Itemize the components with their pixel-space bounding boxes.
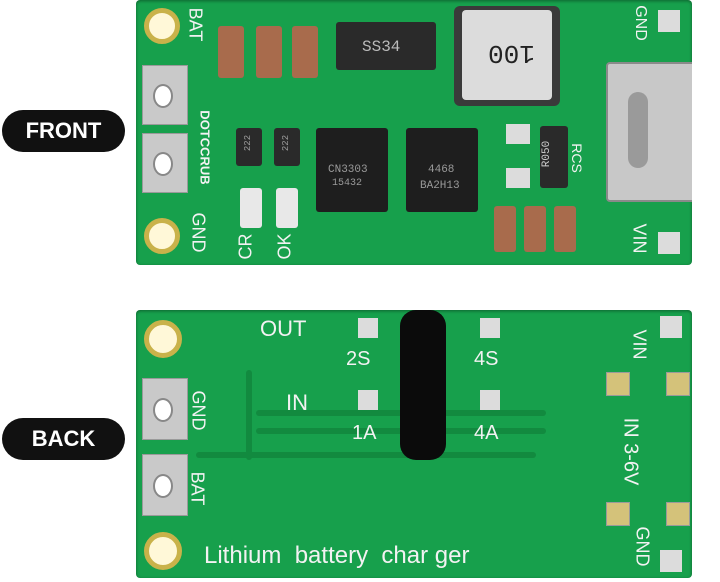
front-chip-4468: [406, 128, 478, 212]
back-opt-2s: 2S: [346, 348, 371, 370]
front-cap-4: [494, 206, 516, 252]
front-sense-resistor-text: R050: [541, 140, 554, 168]
back-silk-bat: BAT: [187, 471, 208, 506]
front-silk-gnd-right: GND: [631, 5, 649, 41]
front-inductor-text: 100: [488, 38, 535, 68]
front-diode-text: SS34: [362, 38, 401, 56]
back-marker-stroke: [400, 310, 446, 460]
front-res-2-text: 222: [281, 134, 292, 152]
front-silk-dotcrub: DOTCCRUB: [197, 110, 213, 185]
back-label-text: BACK: [31, 426, 96, 451]
front-smd-pad-1: [506, 124, 530, 144]
back-trace-3: [196, 452, 536, 458]
front-pad-hole-1: [153, 84, 173, 108]
back-jumper-in-4a: [480, 390, 500, 410]
back-opt-4a: 4A: [474, 422, 499, 444]
back-out-label: OUT: [260, 316, 307, 341]
back-silk-in-range: IN 3-6V: [619, 417, 642, 486]
front-board: BAT DOTCCRUB GND CR OK GND VIN RCS SS34 …: [136, 0, 692, 265]
back-pad-bat-hole: [153, 474, 173, 498]
front-chip-cn3303-line2: 15432: [332, 178, 363, 189]
front-diode: [336, 22, 436, 70]
front-silk-vin: VIN: [629, 223, 650, 254]
front-cap-6: [554, 206, 576, 252]
back-corner-pad-bottom: [660, 550, 682, 572]
back-corner-pad-top: [660, 316, 682, 338]
front-label-text: FRONT: [25, 118, 102, 143]
front-silk-cr: CR: [235, 233, 256, 260]
front-usbc-port: [628, 92, 648, 168]
back-jumper-out-2s: [358, 318, 378, 338]
back-usbc-pad-2: [666, 372, 690, 396]
back-label: BACK: [2, 418, 125, 460]
front-smd-pad-2: [506, 168, 530, 188]
back-silk-gnd: GND: [188, 390, 209, 431]
back-silk-gnd-right: GND: [632, 526, 653, 567]
back-opt-1a: 1A: [352, 422, 377, 444]
back-pad-gnd-hole: [153, 398, 173, 422]
front-chip-4468-line1: 4468: [428, 164, 455, 176]
front-silk-rcs: RCS: [568, 143, 585, 173]
front-silk-gnd-left: GND: [188, 212, 209, 253]
back-usbc-pad-4: [666, 502, 690, 526]
front-silk-ok: OK: [274, 233, 295, 260]
back-hole-bottom-left: [144, 532, 182, 570]
front-corner-pad-top: [658, 10, 680, 32]
front-led-ok: [276, 188, 298, 228]
front-inductor-top: [462, 10, 552, 100]
back-in-label: IN: [286, 390, 308, 415]
front-cap-3: [292, 26, 318, 78]
back-footer: Lithium battery char ger: [204, 542, 470, 569]
front-res-2: [274, 128, 300, 166]
back-trace-4: [246, 370, 252, 460]
back-usbc-pad-3: [606, 502, 630, 526]
back-board: GND BAT OUT IN 2S 4S 1A 4A VIN IN 3-6V G…: [136, 310, 692, 578]
front-hole-top-left: [144, 8, 180, 44]
front-usbc: [606, 62, 692, 202]
front-hole-bottom-left: [144, 218, 180, 254]
front-cap-1: [218, 26, 244, 78]
front-silk-bat: BAT: [185, 7, 206, 42]
front-cap-2: [256, 26, 282, 78]
front-corner-pad-bottom: [658, 232, 680, 254]
front-chip-cn3303-line1: CN3303: [328, 164, 368, 176]
front-pad-1: [142, 65, 188, 125]
back-opt-4s: 4S: [474, 348, 499, 370]
front-sense-resistor: [540, 126, 568, 188]
back-pad-gnd: [142, 378, 188, 440]
back-jumper-in-1a: [358, 390, 378, 410]
front-res-1-text: 222: [243, 134, 254, 152]
back-usbc-pad-1: [606, 372, 630, 396]
front-led-cr: [240, 188, 262, 228]
front-cap-5: [524, 206, 546, 252]
front-res-1: [236, 128, 262, 166]
front-chip-4468-line2: BA2H13: [420, 180, 460, 192]
front-chip-cn3303: [316, 128, 388, 212]
front-label: FRONT: [2, 110, 125, 152]
back-silk-vin: VIN: [629, 329, 650, 360]
back-hole-top-left: [144, 320, 182, 358]
front-pad-hole-2: [153, 152, 173, 176]
back-jumper-out-4s: [480, 318, 500, 338]
